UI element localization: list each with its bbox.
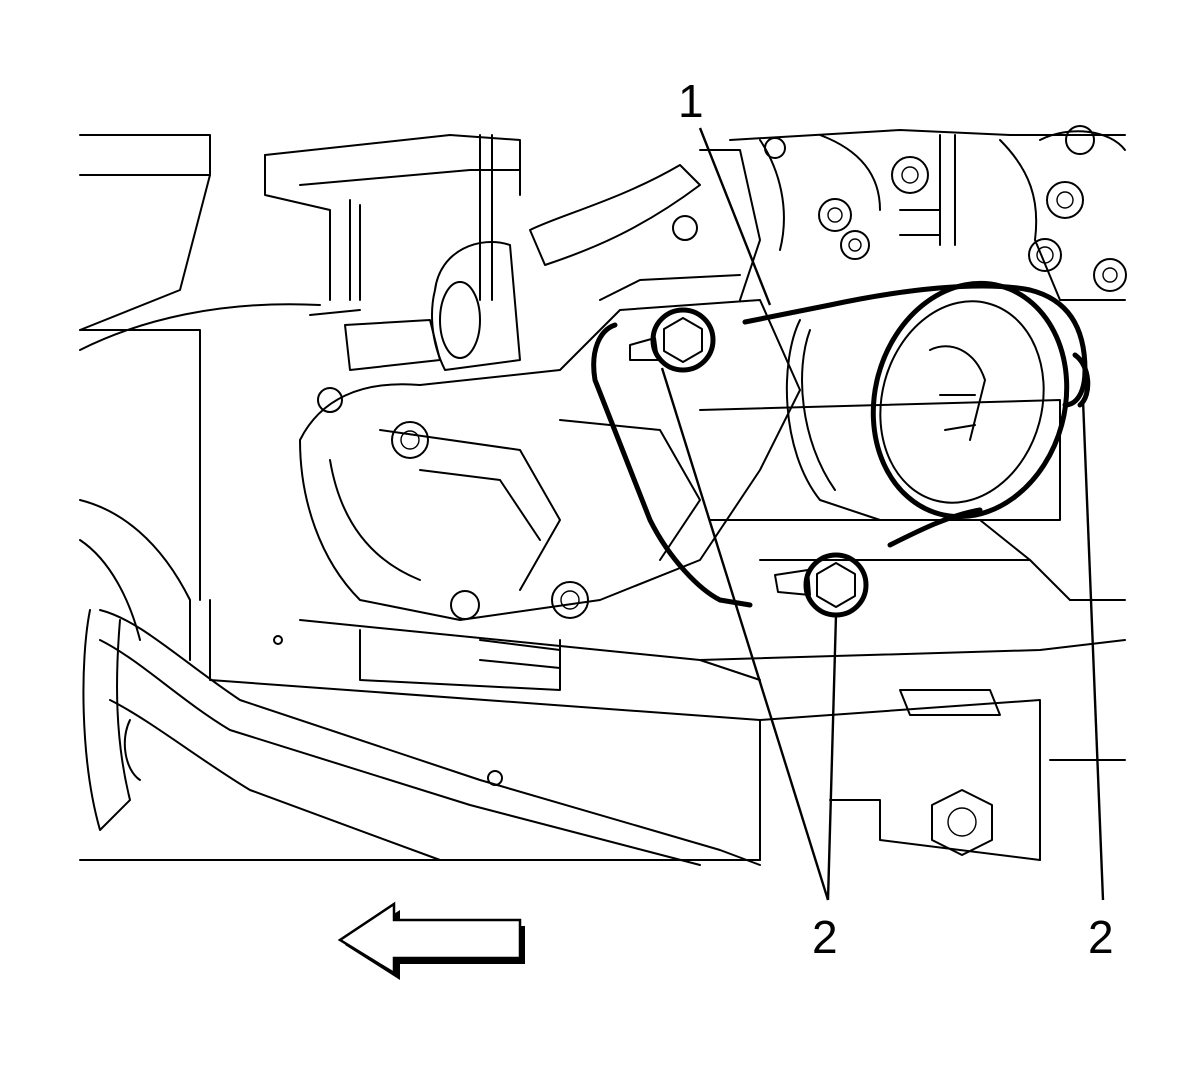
callout-2-label-right: 2	[1088, 911, 1114, 963]
side-rail	[79, 329, 761, 866]
gasket-outline-lower	[887, 507, 983, 548]
background-engine-structure	[79, 129, 1126, 351]
coolant-outlet-pipe	[785, 280, 1070, 521]
upper-bolt-heads	[672, 125, 1127, 292]
gasket-outline-upper	[742, 283, 1088, 408]
gasket-outline	[591, 322, 753, 608]
left-arrow-icon	[337, 901, 525, 980]
callout-1-label: 1	[678, 75, 704, 127]
left-bracket	[309, 241, 521, 371]
lower-crossmember	[209, 599, 1126, 861]
callout-2-label-left: 2	[812, 911, 838, 963]
bolt-upper-left	[629, 307, 716, 373]
leader-lines	[660, 127, 1105, 901]
bolt-lower	[774, 552, 869, 618]
